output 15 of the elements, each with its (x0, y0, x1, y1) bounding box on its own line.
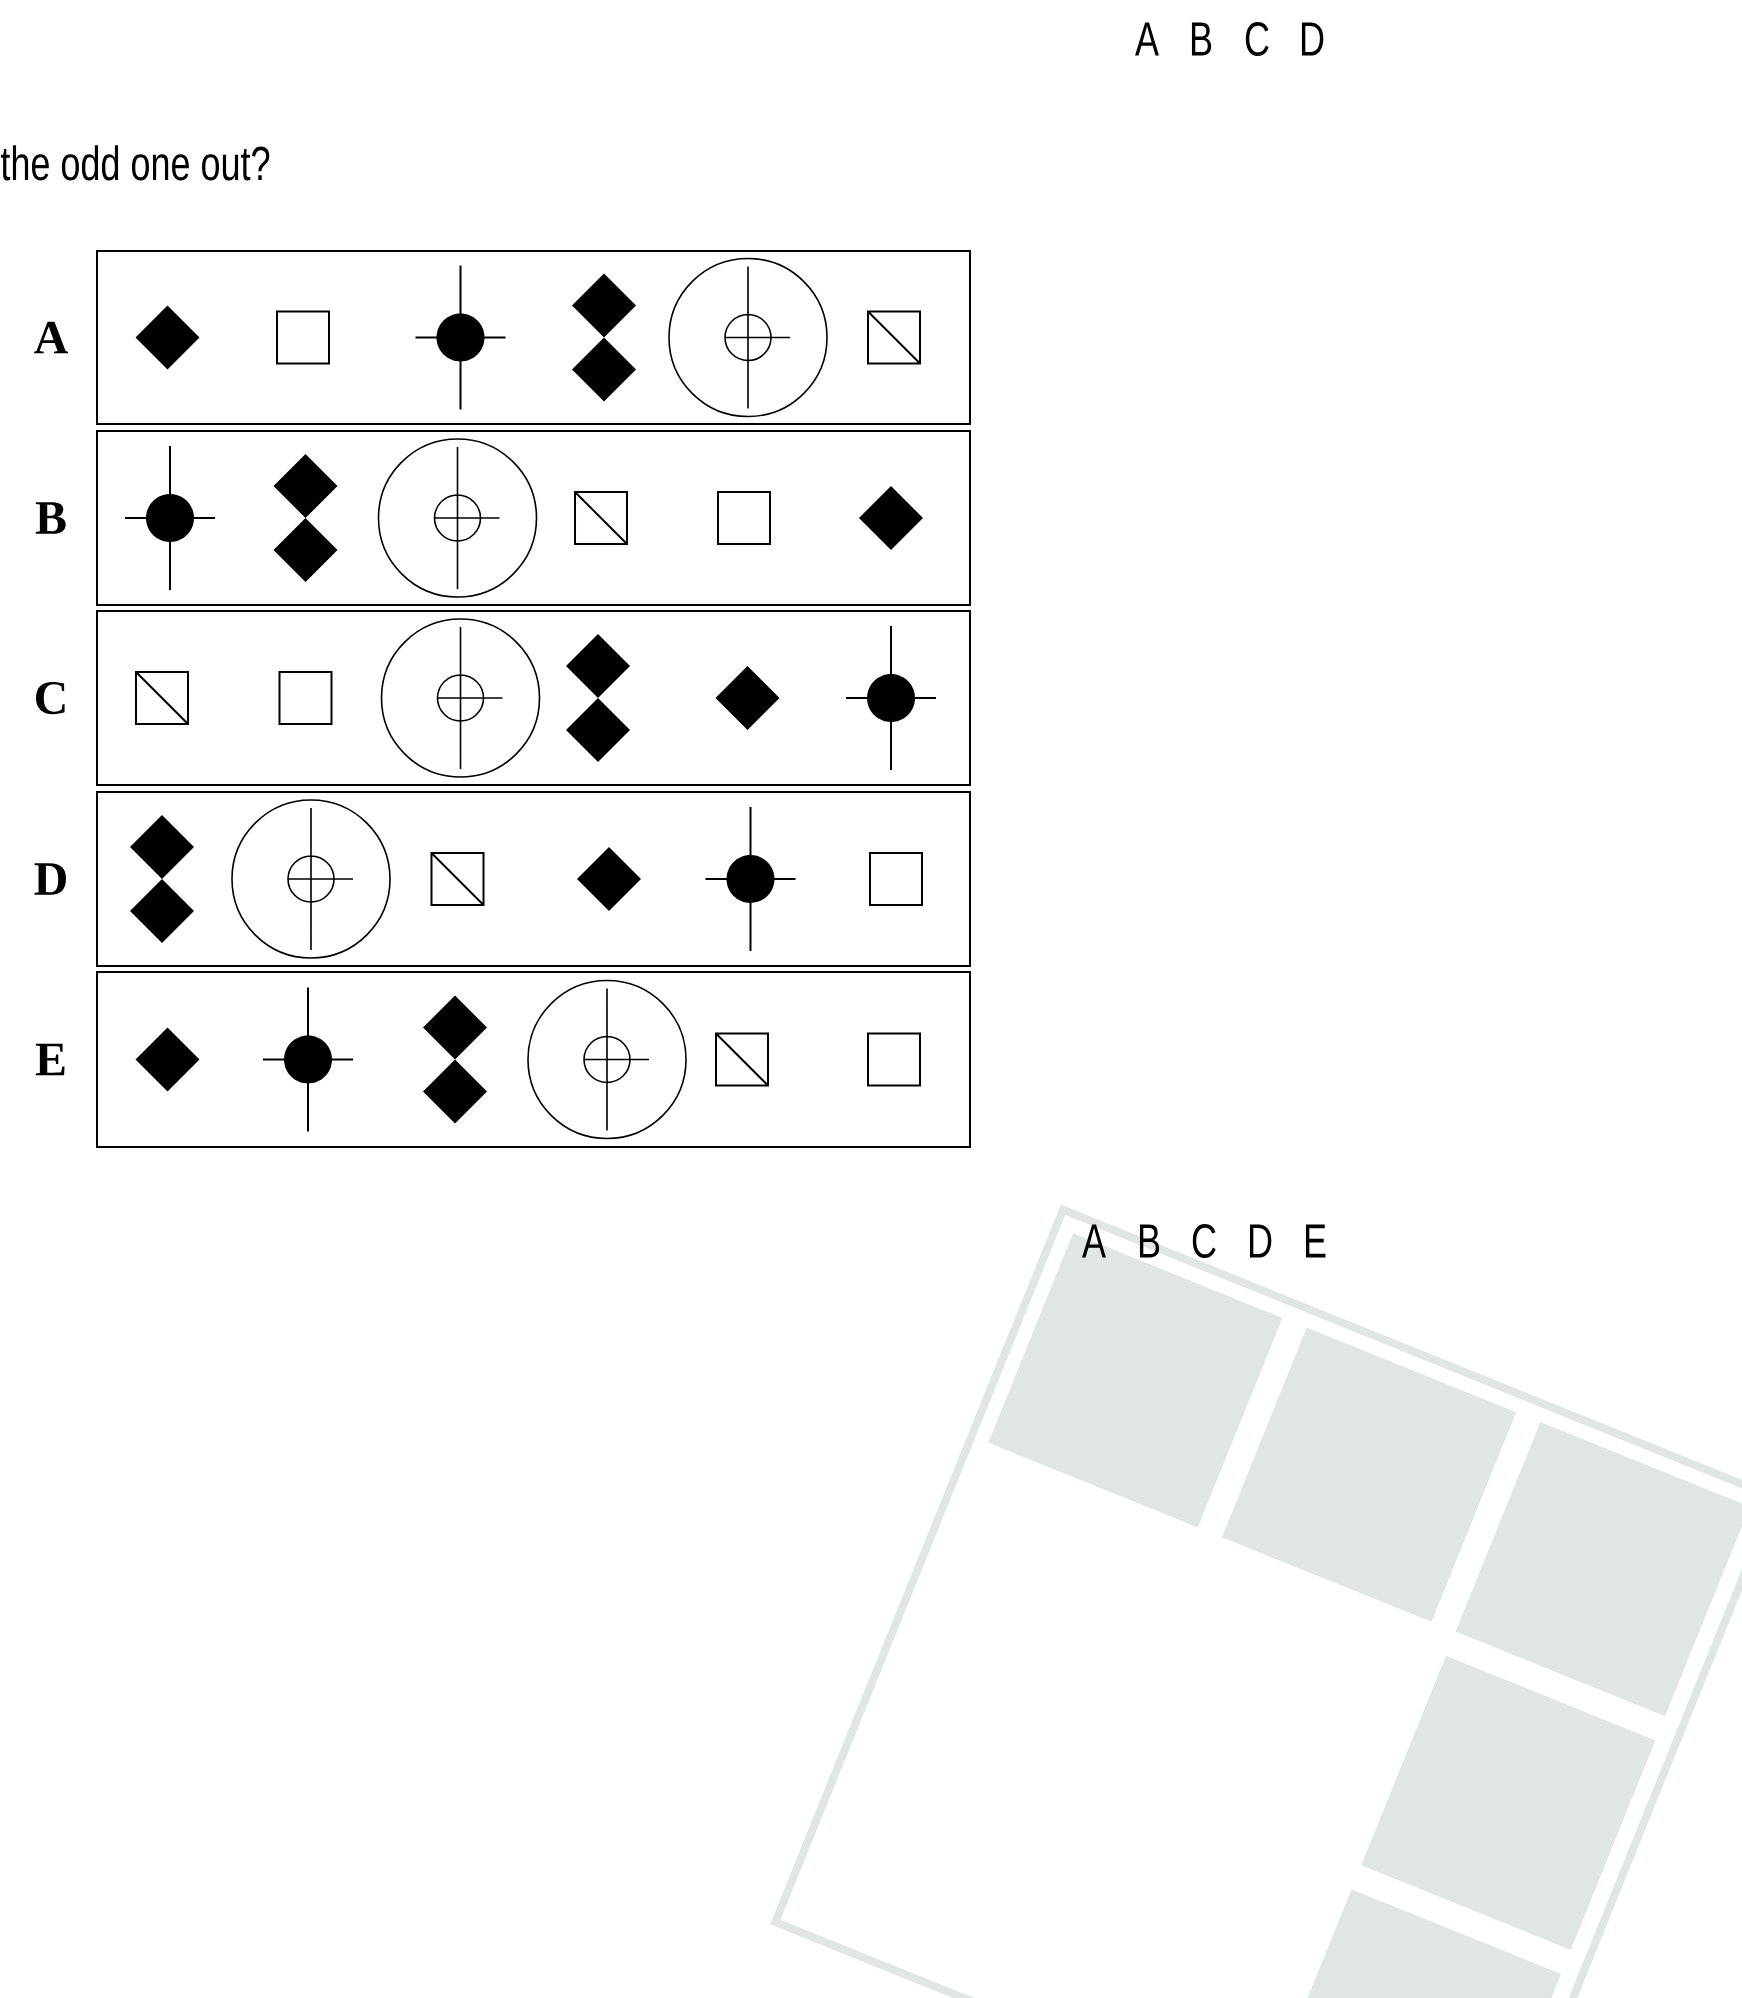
option-letter: E (1305, 1224, 1326, 1258)
row-letter: A (34, 321, 68, 354)
option-letter: A (1082, 1224, 1106, 1258)
option-letter: B (1139, 1224, 1160, 1258)
row-letter: E (35, 1043, 65, 1076)
option-letter: D (1249, 1224, 1272, 1258)
row-letter: C (36, 681, 65, 715)
question-text: the odd one out? (0, 145, 270, 181)
option-letter: D (1301, 22, 1324, 56)
option-letter: A (1135, 22, 1159, 56)
row-letter: B (35, 502, 66, 534)
row-letter: D (34, 863, 66, 895)
option-letter: C (1192, 1224, 1216, 1258)
option-letter: B (1191, 22, 1212, 56)
option-letter: C (1245, 22, 1269, 56)
